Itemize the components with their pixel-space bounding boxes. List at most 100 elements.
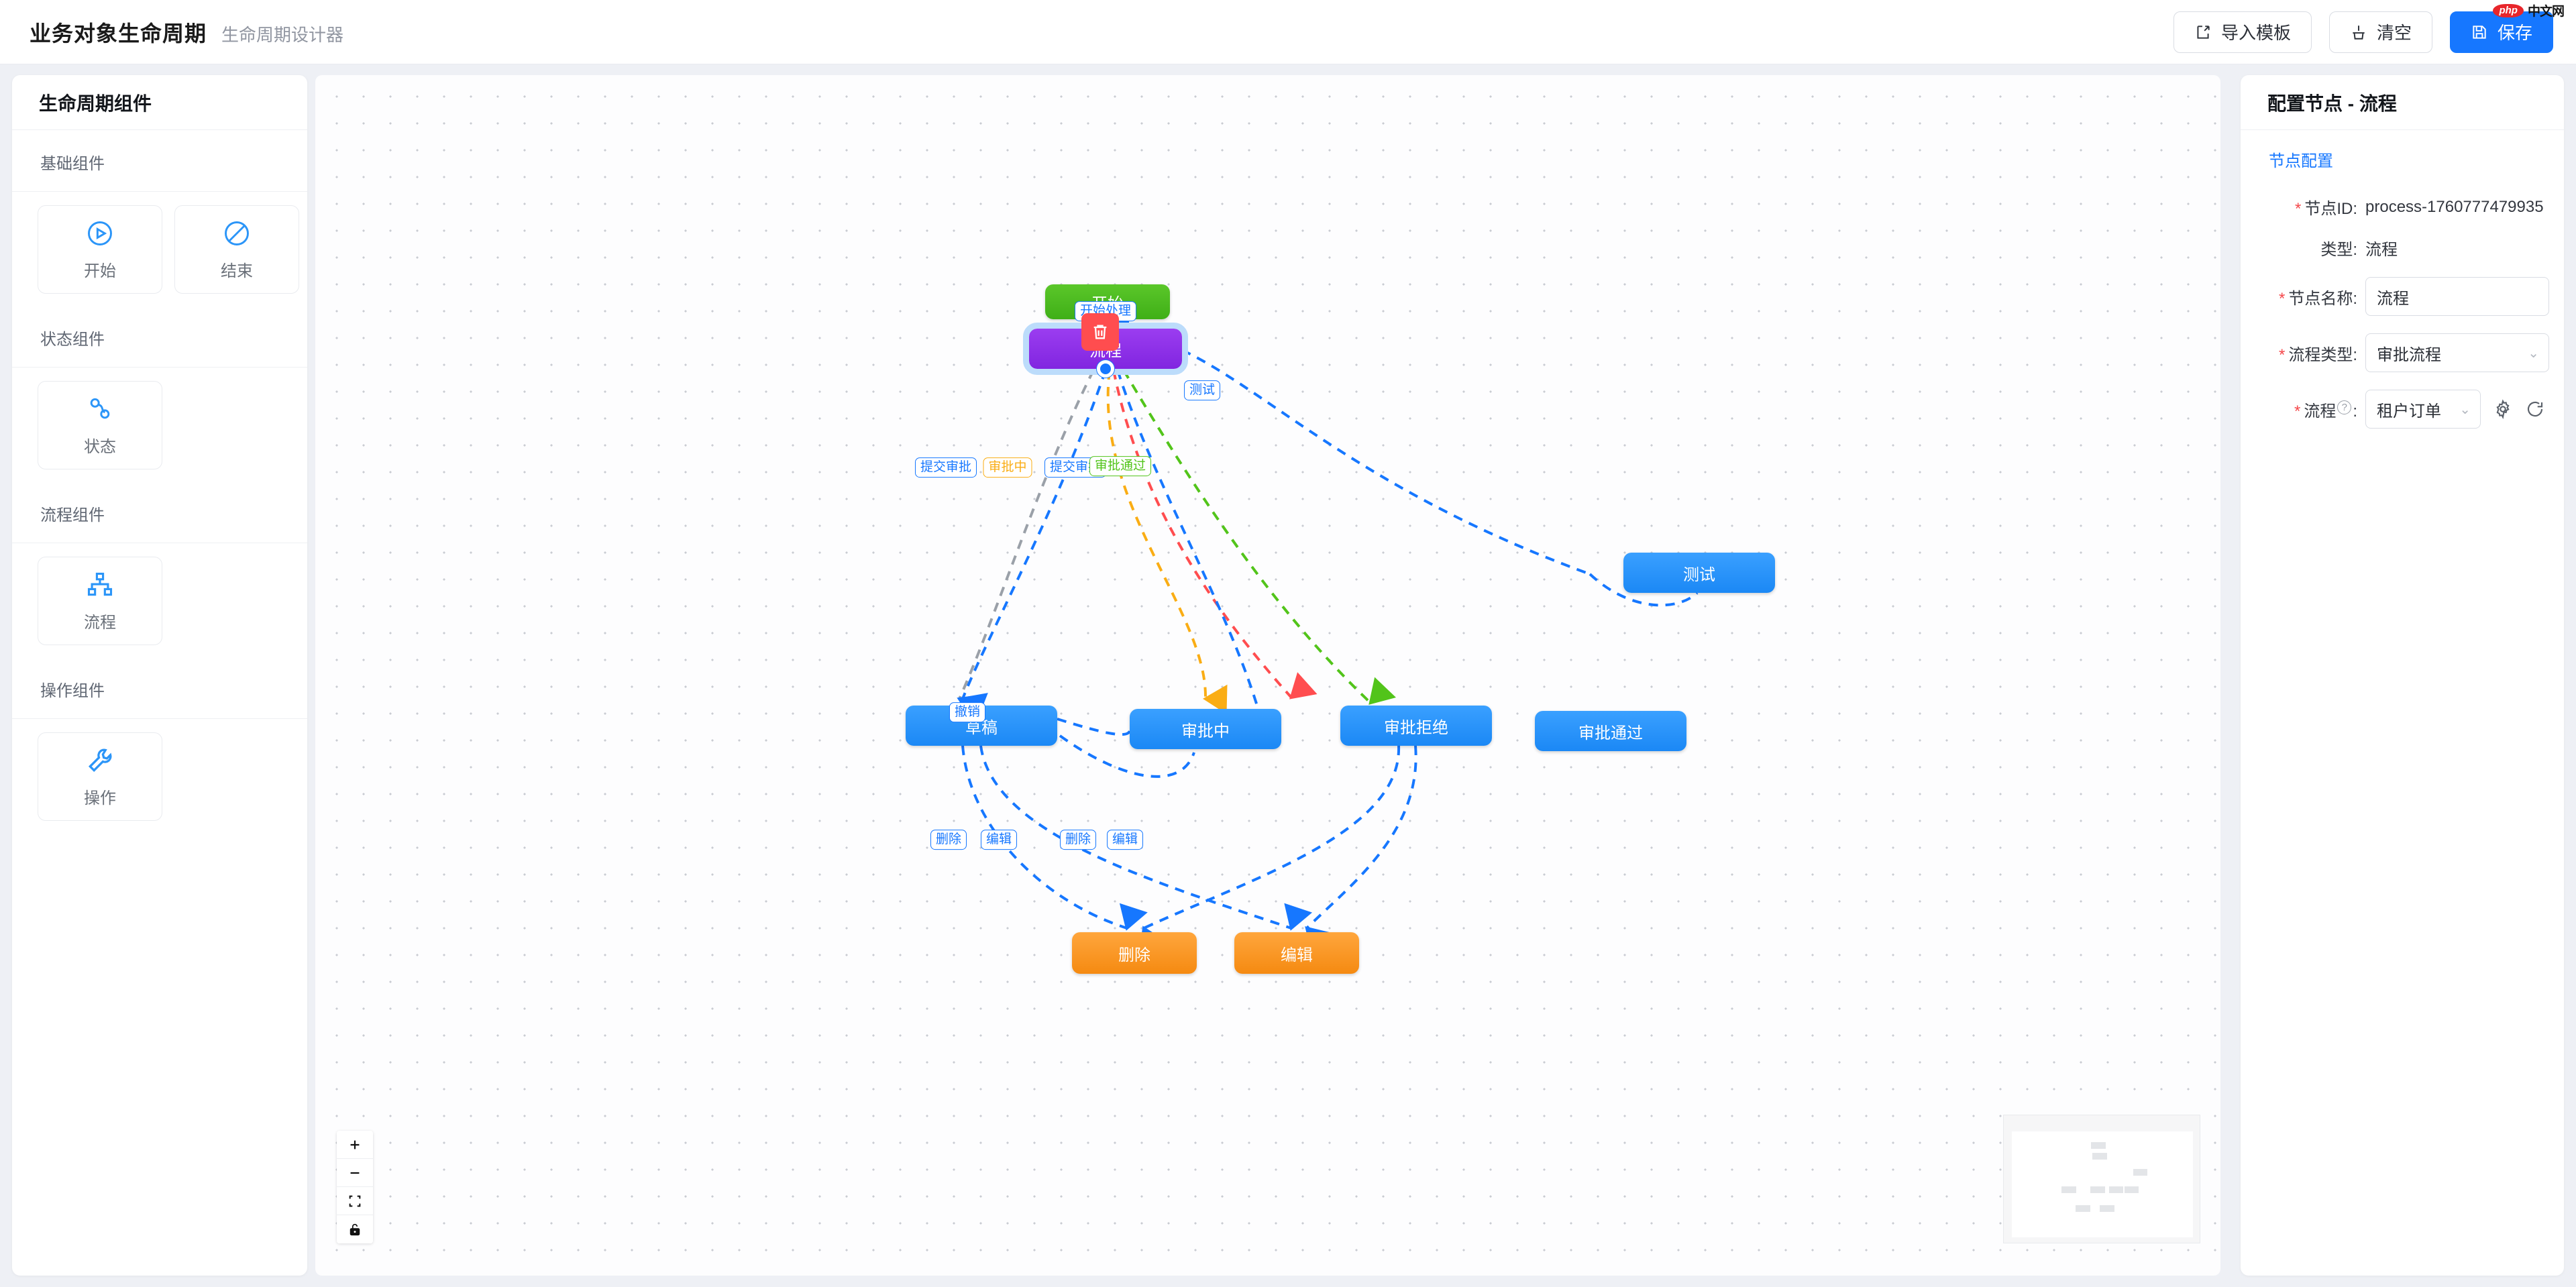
sidebar-group-process: 流程 <box>12 543 307 657</box>
palette-item-start-label: 开始 <box>84 262 116 280</box>
flow-canvas[interactable]: 开始 流程 草稿 审批中 审批拒绝 审批通过 测试 删除 编辑 开始处理 测试 … <box>315 75 2220 1276</box>
node-name-input[interactable]: 流程 <box>2365 277 2549 316</box>
sidebar-group-basic: 开始 结束 <box>12 192 307 306</box>
chevron-down-icon: ⌄ <box>2459 402 2471 417</box>
flow-node-pending[interactable]: 审批中 <box>1130 709 1281 749</box>
edge-label-delete-2[interactable]: 删除 <box>1059 830 1097 850</box>
zoom-out-button[interactable] <box>337 1159 373 1187</box>
flow-type-select[interactable]: 审批流程 ⌄ <box>2365 333 2549 372</box>
flow-row: *流程?: 租户订单 ⌄ <box>2241 390 2564 429</box>
node-config-link[interactable]: 节点配置 <box>2269 152 2333 170</box>
flow-node-test[interactable]: 测试 <box>1623 553 1775 593</box>
flow-value: 租户订单 <box>2377 402 2441 421</box>
import-template-label: 导入模板 <box>2220 23 2291 43</box>
save-button[interactable]: 保存 <box>2449 11 2553 53</box>
flow-select[interactable]: 租户订单 ⌄ <box>2365 390 2481 429</box>
minimap-node <box>2109 1186 2123 1193</box>
palette-item-state-label: 状态 <box>84 437 116 456</box>
sidebar-group-label-state: 状态组件 <box>12 306 307 368</box>
component-sidebar: 生命周期组件 基础组件 开始 结束 状态组件 <box>12 75 307 1276</box>
clear-label: 清空 <box>2376 23 2412 43</box>
palette-item-end-label: 结束 <box>221 262 253 280</box>
flow-node-approved[interactable]: 审批通过 <box>1535 711 1686 751</box>
chevron-down-icon: ⌄ <box>2528 345 2539 361</box>
import-template-button[interactable]: 导入模板 <box>2173 11 2312 53</box>
edge-delete-button[interactable] <box>1081 313 1119 351</box>
flow-type-label: *流程类型: <box>2278 345 2357 364</box>
node-id-value: process-1760777479935 <box>2365 197 2544 216</box>
required-mark: * <box>2278 289 2286 308</box>
minimap-node <box>2090 1186 2105 1193</box>
flow-node-edit[interactable]: 编辑 <box>1234 932 1359 974</box>
minimap-node <box>2076 1205 2090 1212</box>
flow-node-test-label: 测试 <box>1683 565 1715 584</box>
palette-item-action[interactable]: 操作 <box>38 732 162 821</box>
edges-layer <box>957 311 1699 954</box>
edge-label-edit-1[interactable]: 编辑 <box>980 830 1018 850</box>
minimap-node <box>2091 1142 2106 1149</box>
brand: 业务对象生命周期 生命周期设计器 <box>30 17 343 48</box>
flow-node-edit-label: 编辑 <box>1281 946 1313 964</box>
node-handle-bottom[interactable] <box>1097 360 1114 378</box>
palette-item-end[interactable]: 结束 <box>174 205 299 294</box>
node-type-label: 类型: <box>2320 241 2357 259</box>
node-type-row: 类型: 流程 <box>2241 236 2564 260</box>
edge-label-in-approval[interactable]: 审批中 <box>983 457 1032 478</box>
minimap-node <box>2092 1153 2107 1160</box>
minimap-node <box>2061 1186 2076 1193</box>
page-title: 业务对象生命周期 <box>30 21 207 46</box>
flow-node-delete[interactable]: 删除 <box>1072 932 1197 974</box>
help-icon[interactable]: ? <box>2337 400 2352 414</box>
canvas-controls <box>337 1131 373 1243</box>
edge-label-test[interactable]: 测试 <box>1183 380 1221 400</box>
flow-node-rejected[interactable]: 审批拒绝 <box>1340 706 1492 746</box>
page-subtitle: 生命周期设计器 <box>221 24 344 45</box>
edge-label-withdraw[interactable]: 撤销 <box>949 702 986 722</box>
properties-title: 配置节点 - 流程 <box>2241 75 2564 130</box>
palette-item-state[interactable]: 状态 <box>38 381 162 469</box>
node-name-row: *节点名称: 流程 <box>2241 277 2564 316</box>
flow-node-pending-label: 审批中 <box>1181 722 1230 740</box>
refresh-icon[interactable] <box>2525 399 2545 419</box>
gear-icon[interactable] <box>2493 399 2513 419</box>
node-id-row: *节点ID: process-1760777479935 <box>2241 195 2564 219</box>
sidebar-group-label-basic: 基础组件 <box>12 130 307 192</box>
sidebar-group-state: 状态 <box>12 368 307 482</box>
node-name-label: *节点名称: <box>2278 289 2357 308</box>
fit-view-button[interactable] <box>337 1187 373 1215</box>
top-bar: 业务对象生命周期 生命周期设计器 导入模板 清空 <box>0 0 2576 64</box>
state-node-icon <box>85 394 115 424</box>
top-actions: 导入模板 清空 保存 <box>2173 11 2553 53</box>
play-circle-icon <box>85 219 115 248</box>
clear-button[interactable]: 清空 <box>2328 11 2432 53</box>
node-type-value: 流程 <box>2365 241 2398 259</box>
palette-item-process-label: 流程 <box>84 613 116 632</box>
watermark-text: 中文网 <box>2527 5 2565 19</box>
required-mark: * <box>2294 402 2301 421</box>
edge-label-submit-approval-1[interactable]: 提交审批 <box>914 457 977 478</box>
sidebar-group-label-process: 流程组件 <box>12 482 307 543</box>
flow-node-rejected-label: 审批拒绝 <box>1384 718 1448 737</box>
import-icon <box>2194 23 2212 41</box>
save-label: 保存 <box>2497 23 2532 43</box>
edge-label-edit-2[interactable]: 编辑 <box>1106 830 1144 850</box>
minimap-node <box>2133 1169 2147 1176</box>
broom-icon <box>2350 23 2367 41</box>
minimap[interactable] <box>2003 1115 2200 1243</box>
minimap-viewport <box>2012 1131 2193 1237</box>
sitemap-icon <box>85 570 115 600</box>
flow-type-row: *流程类型: 审批流程 ⌄ <box>2241 333 2564 372</box>
watermark-logo: php 中文网 <box>2493 1 2565 19</box>
palette-item-process[interactable]: 流程 <box>38 557 162 645</box>
lock-button[interactable] <box>337 1215 373 1243</box>
flow-type-value: 审批流程 <box>2377 345 2441 364</box>
sidebar-group-action: 操作 <box>12 719 307 833</box>
edge-label-approved[interactable]: 审批通过 <box>1089 456 1152 476</box>
sidebar-title: 生命周期组件 <box>12 75 307 130</box>
palette-item-start[interactable]: 开始 <box>38 205 162 294</box>
minimap-node <box>2125 1186 2139 1193</box>
zoom-in-button[interactable] <box>337 1131 373 1159</box>
watermark-badge: php <box>2493 3 2524 17</box>
wrench-icon <box>85 746 115 775</box>
edge-label-delete-1[interactable]: 删除 <box>930 830 967 850</box>
